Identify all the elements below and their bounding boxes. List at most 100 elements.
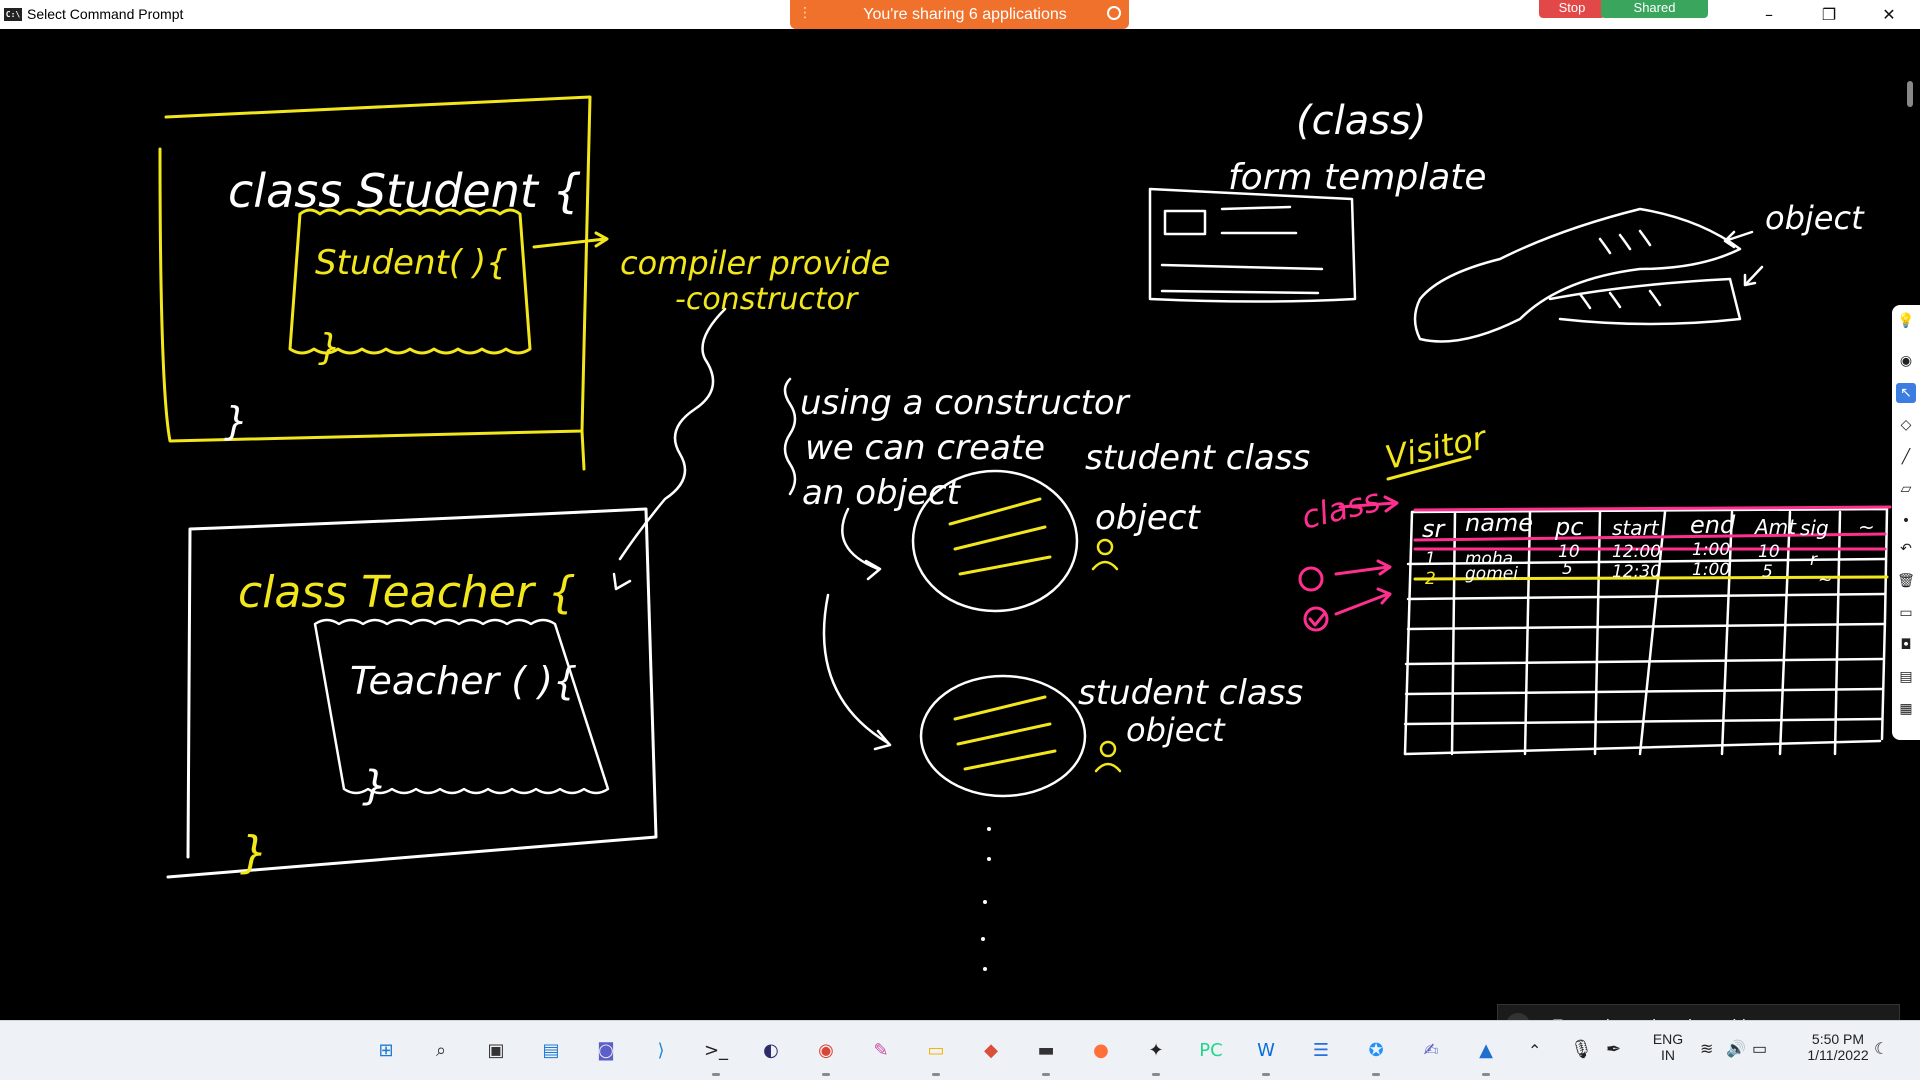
taskbar-search-glyph: ⌕	[435, 1040, 447, 1061]
stop-sharing-button[interactable]: Stop	[1539, 0, 1605, 18]
taskbar-widgets-icon[interactable]: ▤	[534, 1034, 568, 1068]
teacher-class-text: class Teacher {	[238, 567, 576, 618]
taskbar-task-view-icon[interactable]: ▣	[479, 1034, 513, 1068]
taskbar-paint-icon[interactable]: ✪	[1359, 1034, 1393, 1076]
table-row2-pc: 5	[1562, 559, 1573, 579]
teacher-outer-box	[166, 507, 658, 879]
taskbar-chrome-icon[interactable]: ◉	[809, 1034, 843, 1076]
taskbar-teams-chat-icon[interactable]: ◙	[589, 1034, 623, 1068]
table-row1-amt: 10	[1758, 542, 1780, 562]
table-row2-sr: 2	[1425, 569, 1436, 589]
whiteboard-canvas[interactable]: class Student { Student( ){ } } compiler…	[0, 29, 1920, 1045]
clock-time: 5:50 PM	[1811, 1031, 1865, 1047]
taskbar-firefox-glyph: ●	[1093, 1040, 1109, 1061]
taskbar-widgets-glyph: ▤	[542, 1040, 560, 1061]
taskbar-pycharm-icon[interactable]: PC	[1194, 1034, 1228, 1068]
taskbar-pen-app-glyph: ✍	[1423, 1040, 1439, 1061]
volume-icon[interactable]: 🔊	[1726, 1041, 1746, 1058]
command-prompt-icon: C:\	[4, 8, 22, 21]
visitor-table-grid	[1403, 507, 1889, 756]
taskbar-photos-icon[interactable]: ▲	[1469, 1034, 1503, 1076]
teacher-constructor-box	[313, 618, 610, 795]
table-header-start: start	[1612, 516, 1660, 540]
person-icon-2	[1094, 740, 1122, 773]
teacher-inner-close: }	[362, 763, 387, 809]
minimize-button[interactable]: –	[1741, 0, 1797, 29]
chevron-up-icon[interactable]: ⌃	[1528, 1043, 1542, 1060]
wifi-icon[interactable]: ≋	[1700, 1041, 1714, 1058]
arrow-to-object2	[822, 593, 892, 751]
scrollbar-thumb[interactable]	[1907, 81, 1913, 107]
sharing-banner[interactable]: ⋮ You're sharing 6 applications	[790, 0, 1129, 29]
undo-icon[interactable]: ↶	[1900, 541, 1912, 557]
pointer-icon[interactable]: ↖	[1896, 383, 1916, 403]
object1-label-line1: student class	[1085, 438, 1310, 478]
using-note-line3: an object	[802, 473, 962, 513]
table-row2-start: 12:30	[1612, 562, 1661, 582]
eraser-icon[interactable]: ▱	[1900, 481, 1912, 497]
table-row1-sr: 1	[1425, 549, 1436, 569]
restore-button[interactable]: ❐	[1801, 0, 1857, 29]
trash-icon[interactable]: 🗑	[1897, 573, 1915, 589]
object2-label-line1: student class	[1078, 673, 1303, 713]
taskbar-eraser-app-icon[interactable]: ◆	[974, 1034, 1008, 1068]
taskbar-firefox-icon[interactable]: ●	[1084, 1034, 1118, 1068]
student-constructor-box	[288, 208, 532, 355]
shared-status-badge[interactable]: Shared	[1601, 0, 1708, 18]
annotation-toolbar[interactable]: 💡 ◉ ↖ ◇ ╱ ▱ • ↶ 🗑 ▭ ◘ ▤ ▦	[1892, 305, 1920, 740]
taskbar-webex-icon[interactable]: W	[1249, 1034, 1283, 1076]
taskbar-eclipse-icon[interactable]: ◐	[754, 1034, 788, 1068]
language-code: ENG	[1652, 1031, 1684, 1047]
eye-icon[interactable]: ◉	[1899, 353, 1913, 369]
taskbar-task-view-glyph: ▣	[487, 1040, 505, 1061]
table-header-sig: sig	[1800, 516, 1829, 540]
sharing-options-icon[interactable]	[1107, 6, 1121, 20]
student-constructor-text: Student( ){	[315, 243, 508, 283]
close-button[interactable]: ✕	[1861, 0, 1917, 29]
taskbar-paint-brush-icon[interactable]: ✎	[864, 1034, 898, 1068]
table-row1-end: 1:00	[1692, 540, 1730, 560]
pen-tray-icon[interactable]: ✒	[1606, 1039, 1622, 1059]
pen-icon[interactable]: ╱	[1901, 449, 1911, 465]
taskbar-terminal-icon[interactable]: >_	[699, 1034, 733, 1076]
taskbar-eclipse-ide-icon[interactable]: ✦	[1139, 1034, 1173, 1076]
screen-icon[interactable]: ▭	[1899, 605, 1913, 621]
taskbar-pen-app-icon[interactable]: ✍	[1414, 1034, 1448, 1068]
taskbar-start-icon[interactable]: ⊞	[369, 1034, 403, 1068]
notification-icon[interactable]: ☾	[1874, 1041, 1889, 1058]
table-header-name: name	[1465, 509, 1533, 537]
taskbar-search-icon[interactable]: ⌕	[424, 1034, 458, 1068]
minimize-icon: –	[1765, 5, 1773, 24]
clock[interactable]: 5:50 PM 1/11/2022	[1798, 1031, 1878, 1080]
highlighter-icon[interactable]: ◇	[1900, 417, 1912, 433]
taskbar-vscode-icon[interactable]: ⟩	[644, 1034, 678, 1068]
drag-grip-icon[interactable]: ⋮	[798, 5, 812, 21]
visitor-title: Visitor	[1382, 418, 1491, 477]
taskbar-mysql-icon[interactable]: ▬	[1029, 1034, 1063, 1076]
taskbar-notepad-glyph: ☰	[1312, 1040, 1330, 1061]
lightbulb-icon[interactable]: 💡	[1897, 313, 1915, 329]
taskbar-file-explorer-icon[interactable]: ▭	[919, 1034, 953, 1076]
color-palette-icon[interactable]: ▦	[1899, 701, 1913, 717]
running-indicator	[932, 1073, 940, 1076]
using-note-line2: we can create	[805, 428, 1045, 468]
taskbar-photos-glyph: ▲	[1479, 1040, 1493, 1061]
taskbar-file-explorer-glyph: ▭	[927, 1040, 945, 1061]
visitor-table-pink-lines	[1298, 495, 1892, 632]
table-row2-end: 1:00	[1692, 560, 1730, 580]
battery-icon[interactable]: ▭	[1752, 1041, 1768, 1058]
whiteboard-drawing: class Student { Student( ){ } } compiler…	[158, 95, 1892, 971]
camera-icon[interactable]: ◘	[1900, 637, 1912, 653]
microphone-icon[interactable]: 🎙	[1570, 1039, 1593, 1059]
restore-icon: ❐	[1821, 5, 1837, 24]
table-row2-amt: 5	[1762, 562, 1773, 582]
region-code: IN	[1661, 1047, 1675, 1063]
language-indicator[interactable]: ENG IN	[1648, 1031, 1688, 1080]
taskbar-notepad-icon[interactable]: ☰	[1304, 1034, 1338, 1068]
dot-icon[interactable]: •	[1901, 513, 1911, 529]
object1-label-line2: object	[1095, 498, 1201, 538]
close-icon: ✕	[1882, 5, 1896, 24]
taskbar-start-glyph: ⊞	[378, 1040, 394, 1061]
running-indicator	[1042, 1073, 1050, 1076]
clipboard-icon[interactable]: ▤	[1899, 669, 1913, 685]
